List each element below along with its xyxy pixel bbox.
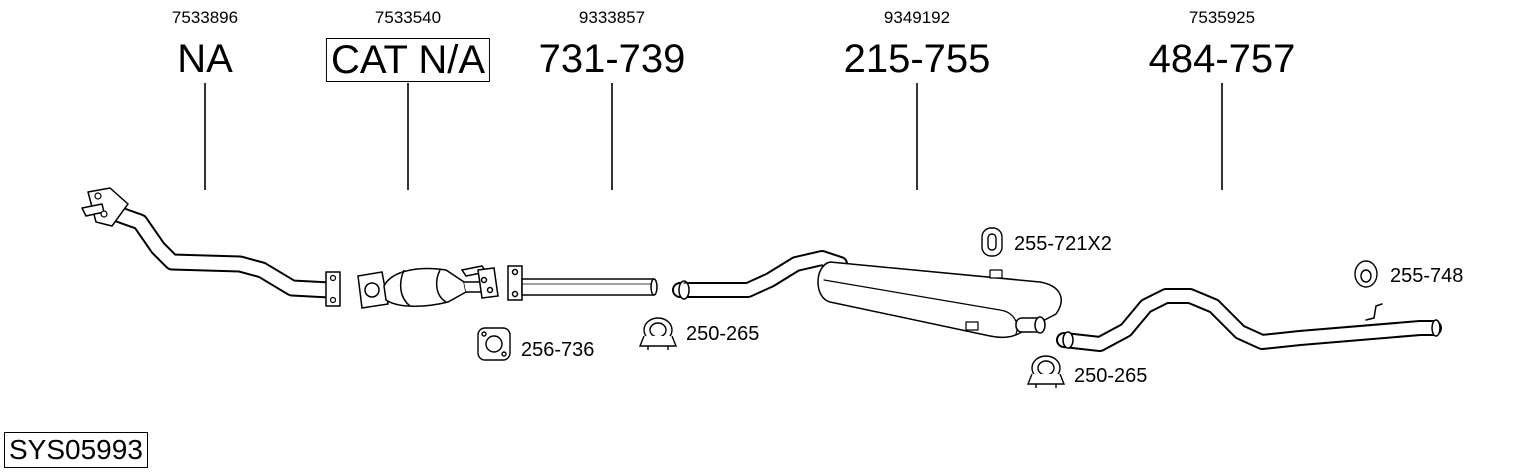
leader-lines bbox=[204, 83, 1223, 190]
accessory-label-hanger: 255-721X2 bbox=[1014, 233, 1112, 255]
accessory-label-gasket: 256-736 bbox=[521, 339, 595, 361]
rubber-hanger-icon bbox=[981, 227, 1003, 257]
tail-pipe-drawing bbox=[1056, 288, 1442, 352]
oe-number-1: 7533896 bbox=[171, 8, 239, 27]
intermediate-pipe-drawing bbox=[507, 265, 658, 301]
rubber-ring-icon bbox=[1354, 260, 1378, 288]
oe-number-3: 9333857 bbox=[578, 8, 646, 27]
clamp-icon bbox=[1026, 355, 1066, 388]
catalytic-converter-drawing bbox=[357, 265, 499, 309]
part-number-1: NA bbox=[177, 37, 233, 81]
accessory-label-ring: 255-748 bbox=[1390, 265, 1464, 287]
part-number-4: 215-755 bbox=[843, 37, 991, 81]
part-number-2: CAT N/A bbox=[325, 38, 491, 82]
part-number-3: 731-739 bbox=[538, 37, 686, 81]
oe-number-4: 9349192 bbox=[883, 8, 951, 27]
accessory-label-clamp-2: 250-265 bbox=[1074, 365, 1148, 387]
accessory-label-clamp-1: 250-265 bbox=[686, 323, 760, 345]
part-number-5: 484-757 bbox=[1148, 37, 1296, 81]
center-silencer-drawing bbox=[672, 250, 1062, 339]
system-code: SYS05993 bbox=[4, 432, 148, 468]
oe-number-5: 7535925 bbox=[1188, 8, 1256, 27]
gasket-icon bbox=[477, 327, 511, 361]
front-pipe-drawing bbox=[81, 187, 341, 307]
oe-number-2: 7533540 bbox=[374, 8, 442, 27]
clamp-icon bbox=[638, 317, 678, 350]
